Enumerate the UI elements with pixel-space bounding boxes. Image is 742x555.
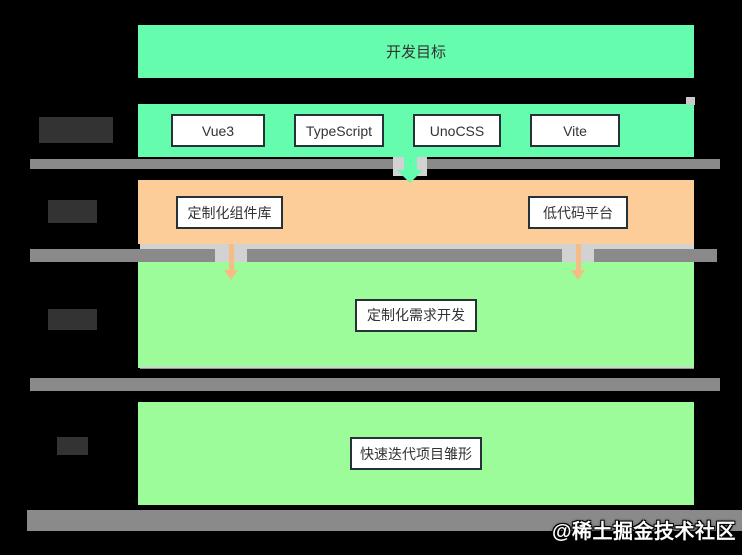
juejin-watermark: @稀土掘金技术社区: [551, 521, 736, 543]
obscured-side-label-1: [39, 117, 113, 143]
bar3-top-strip: [140, 366, 694, 369]
obscured-side-label-4: [57, 437, 88, 455]
obscured-side-label-2: [48, 200, 97, 223]
obscured-side-label-3: [48, 309, 97, 330]
tech-box-unocss: UnoCSS: [413, 114, 501, 147]
platform-row: 定制化组件库 低代码平台: [138, 180, 694, 244]
divider-bar-4: [27, 510, 742, 531]
prototype-row: 快速迭代项目雏形: [138, 402, 694, 505]
divider-bar-2: [30, 249, 717, 262]
bar2-top-strip: [140, 244, 694, 249]
teal-arrow-stem: [404, 150, 417, 171]
orange-arrow-left-stem: [229, 244, 234, 271]
tech-box-vite: Vite: [530, 114, 620, 147]
corner-square-decor: [686, 97, 695, 105]
tech-box-vue3: Vue3: [171, 114, 265, 147]
goal-banner-label: 开发目标: [385, 44, 446, 61]
orange-down-arrow-right-icon: [571, 270, 585, 280]
divider-bar-1: [30, 159, 720, 169]
goal-banner: 开发目标: [138, 25, 694, 78]
platform-box-lowcode: 低代码平台: [528, 196, 628, 229]
tech-stack-row: Vue3 TypeScript UnoCSS Vite: [138, 104, 694, 157]
orange-down-arrow-left-icon: [224, 270, 238, 280]
tech-box-typescript: TypeScript: [294, 114, 384, 147]
prototype-box: 快速迭代项目雏形: [350, 437, 482, 470]
custom-dev-row: 定制化需求开发: [138, 262, 694, 368]
platform-box-component-library: 定制化组件库: [176, 196, 283, 229]
custom-dev-box: 定制化需求开发: [355, 298, 477, 332]
orange-arrow-right-stem: [576, 244, 581, 271]
divider-bar-3: [30, 378, 720, 391]
teal-down-arrow-icon: [397, 170, 423, 183]
